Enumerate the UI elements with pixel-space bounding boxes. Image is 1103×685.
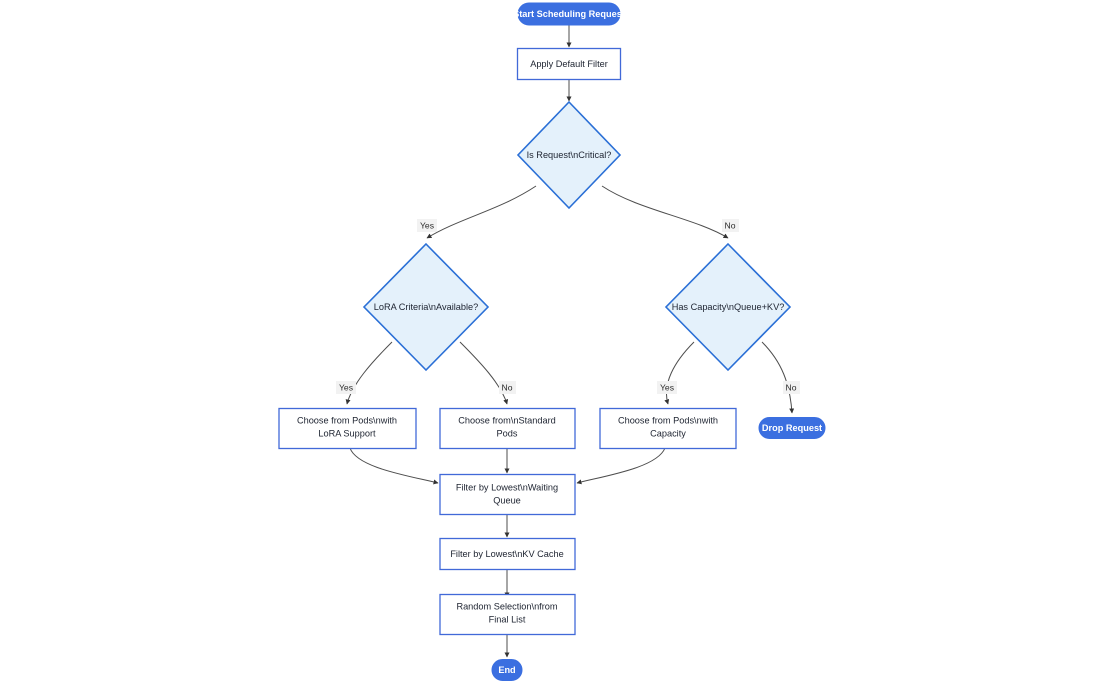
node-start-shape[interactable] [517, 2, 621, 26]
node-has-capacity-queue-kv-shape[interactable] [664, 242, 792, 372]
node-start[interactable]: Start Scheduling Request [513, 2, 625, 26]
node-filter-kv-cache-shape[interactable] [439, 537, 576, 571]
node-choose-standard-pods-label-line2: Pods [497, 428, 518, 438]
node-has-capacity-queue-kv-label: Has Capacity\nQueue+KV? [672, 302, 785, 312]
edge-capacity-no-to-drop [761, 341, 795, 414]
node-filter-waiting-queue[interactable]: Filter by Lowest\nWaiting Queue [439, 473, 576, 516]
node-has-capacity-queue-kv[interactable]: Has Capacity\nQueue+KV? [664, 242, 792, 372]
node-filter-waiting-queue-label-line1: Filter by Lowest\nWaiting [456, 482, 558, 492]
node-choose-standard-pods-shape[interactable] [439, 407, 576, 450]
node-choose-pods-capacity-shape[interactable] [599, 407, 737, 450]
nodes-layer: Start Scheduling Request Apply Default F… [278, 2, 826, 681]
edge-critical-no-to-capacity [601, 185, 729, 239]
node-apply-default-filter-shape[interactable] [516, 47, 622, 81]
edge-label-lora-no-text: No [502, 382, 513, 392]
node-filter-kv-cache[interactable]: Filter by Lowest\nKV Cache [439, 537, 576, 571]
node-drop-request-shape[interactable] [758, 417, 826, 439]
edge-lorapods-to-filterqueue [349, 447, 439, 485]
node-random-selection-label-line1: Random Selection\nfrom [456, 601, 557, 611]
node-filter-waiting-queue-label-line2: Queue [493, 495, 521, 505]
node-lora-criteria-available[interactable]: LoRA Criteria\nAvailable? [362, 242, 490, 372]
node-choose-standard-pods-label-line1: Choose from\nStandard [458, 415, 556, 425]
edge-label-capacity-no: No [783, 381, 800, 394]
node-filter-waiting-queue-shape[interactable] [439, 473, 576, 516]
edge-label-lora-yes-text: Yes [339, 382, 353, 392]
node-choose-pods-lora[interactable]: Choose from Pods\nwith LoRA Support [278, 407, 417, 450]
edge-label-lora-no: No [499, 381, 516, 394]
edges-layer [345, 25, 795, 658]
edge-label-capacity-yes-bg [657, 381, 677, 394]
node-choose-pods-capacity-label-line2: Capacity [650, 428, 686, 438]
edge-lora-no-to-standard [459, 341, 509, 405]
node-drop-request-label: Drop Request [762, 423, 822, 433]
node-choose-standard-pods[interactable]: Choose from\nStandard Pods [439, 407, 576, 450]
node-choose-pods-lora-label-line1: Choose from Pods\nwith [297, 415, 397, 425]
node-lora-criteria-available-label: LoRA Criteria\nAvailable? [374, 302, 479, 312]
node-is-request-critical-label: Is Request\nCritical? [527, 150, 612, 160]
edge-label-critical-yes: Yes [417, 219, 437, 232]
edge-label-capacity-yes-text: Yes [660, 382, 674, 392]
node-apply-default-filter[interactable]: Apply Default Filter [516, 47, 622, 81]
node-is-request-critical-shape[interactable] [516, 100, 622, 210]
node-is-request-critical[interactable]: Is Request\nCritical? [516, 100, 622, 210]
node-filter-kv-cache-label: Filter by Lowest\nKV Cache [450, 549, 563, 559]
edge-lora-yes-to-pods [345, 341, 393, 405]
node-lora-criteria-available-shape[interactable] [362, 242, 490, 372]
edge-label-critical-yes-text: Yes [420, 220, 434, 230]
edge-label-lora-yes: Yes [336, 381, 356, 394]
edge-label-lora-no-bg [499, 381, 516, 394]
edge-label-critical-no-bg [722, 219, 739, 232]
node-apply-default-filter-label: Apply Default Filter [530, 59, 608, 69]
node-random-selection-shape[interactable] [439, 593, 576, 636]
node-choose-pods-lora-shape[interactable] [278, 407, 417, 450]
edge-label-critical-no-text: No [725, 220, 736, 230]
edge-capacity-yes-to-pods [664, 341, 695, 405]
node-random-selection[interactable]: Random Selection\nfrom Final List [439, 593, 576, 636]
node-drop-request[interactable]: Drop Request [758, 417, 826, 439]
node-choose-pods-capacity[interactable]: Choose from Pods\nwith Capacity [599, 407, 737, 450]
edge-label-capacity-no-bg [783, 381, 800, 394]
node-choose-pods-capacity-label-line1: Choose from Pods\nwith [618, 415, 718, 425]
edge-label-capacity-yes: Yes [657, 381, 677, 394]
node-start-label: Start Scheduling Request [513, 9, 625, 19]
node-choose-pods-lora-label-line2: LoRA Support [318, 428, 376, 438]
edge-label-critical-yes-bg [417, 219, 437, 232]
edge-critical-yes-to-lora [426, 185, 537, 239]
edge-labels-layer: Yes No Yes No Yes No [336, 219, 800, 394]
edge-capacitypods-to-filterqueue [576, 447, 666, 485]
edge-label-critical-no: No [722, 219, 739, 232]
node-end-shape[interactable] [491, 659, 523, 681]
edge-label-lora-yes-bg [336, 381, 356, 394]
edge-label-capacity-no-text: No [786, 382, 797, 392]
node-end[interactable]: End [491, 659, 523, 681]
node-end-label: End [498, 665, 515, 675]
node-random-selection-label-line2: Final List [489, 614, 526, 624]
